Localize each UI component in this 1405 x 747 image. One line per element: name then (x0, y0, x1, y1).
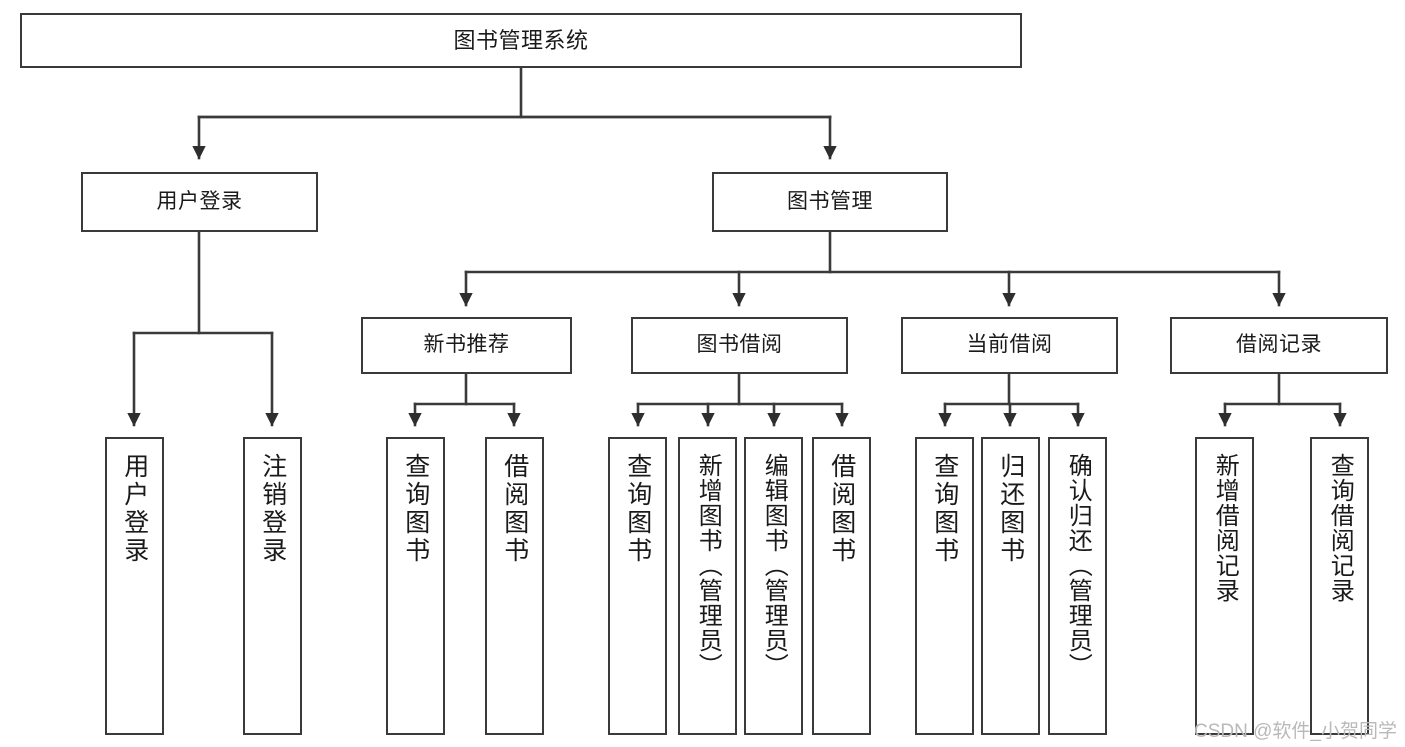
node-leaf-logout[interactable]: 注销登录 (243, 437, 302, 735)
node-label: 编辑图书（管理员） (760, 453, 788, 678)
node-leaf-query-record[interactable]: 查询借阅记录 (1310, 437, 1369, 735)
node-label: 图书借阅 (696, 333, 783, 357)
node-leaf-return-book[interactable]: 归还图书 (981, 437, 1040, 735)
node-label: 查询图书 (623, 453, 652, 565)
node-leaf-add-record[interactable]: 新增借阅记录 (1195, 437, 1254, 735)
node-leaf-borrow-book-1[interactable]: 借阅图书 (485, 437, 544, 735)
node-book-borrow[interactable]: 图书借阅 (631, 317, 848, 374)
node-label: 图书管理 (787, 189, 873, 213)
node-label: 注销登录 (258, 453, 287, 565)
node-leaf-confirm-return[interactable]: 确认归还（管理员） (1048, 437, 1107, 735)
node-label: 查询借阅记录 (1326, 453, 1354, 603)
node-label: 新增借阅记录 (1211, 453, 1239, 603)
node-label: 新增图书（管理员） (694, 453, 722, 678)
node-label: 借阅图书 (827, 453, 856, 565)
node-label: 查询图书 (930, 453, 959, 565)
node-label: 借阅记录 (1236, 333, 1322, 357)
node-leaf-edit-book[interactable]: 编辑图书（管理员） (744, 437, 803, 735)
node-label: 新书推荐 (423, 333, 510, 357)
node-new-book-recommend[interactable]: 新书推荐 (361, 317, 572, 374)
node-current-borrow[interactable]: 当前借阅 (901, 317, 1118, 374)
node-label: 确认归还（管理员） (1064, 453, 1092, 678)
node-leaf-query-book-2[interactable]: 查询图书 (608, 437, 667, 735)
node-user-login[interactable]: 用户登录 (81, 172, 318, 232)
node-borrow-record[interactable]: 借阅记录 (1170, 317, 1388, 374)
node-book-manage[interactable]: 图书管理 (712, 172, 948, 232)
node-label: 用户登录 (156, 189, 243, 213)
node-leaf-add-book[interactable]: 新增图书（管理员） (678, 437, 737, 735)
node-leaf-user-login[interactable]: 用户登录 (105, 437, 164, 735)
node-label: 用户登录 (120, 453, 149, 565)
node-leaf-query-book-1[interactable]: 查询图书 (386, 437, 445, 735)
node-leaf-query-book-3[interactable]: 查询图书 (915, 437, 974, 735)
node-label: 借阅图书 (500, 453, 529, 565)
csdn-watermark: CSDN @软件_小贺同学 (1194, 721, 1397, 742)
node-label: 查询图书 (401, 453, 430, 565)
node-label: 归还图书 (996, 453, 1025, 565)
node-label: 图书管理系统 (453, 27, 589, 53)
node-root-book-management-system[interactable]: 图书管理系统 (20, 13, 1022, 68)
node-label: 当前借阅 (966, 333, 1053, 357)
node-leaf-borrow-book-2[interactable]: 借阅图书 (812, 437, 871, 735)
